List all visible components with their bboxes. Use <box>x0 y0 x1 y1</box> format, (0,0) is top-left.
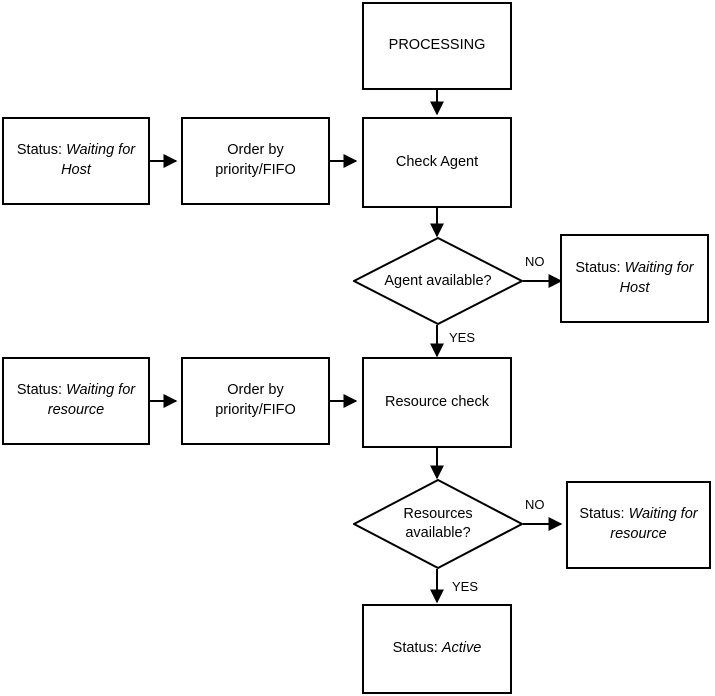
edge-label-agent-yes: YES <box>449 330 476 345</box>
resources-available-diamond-shape <box>353 479 523 569</box>
node-order-bottom-line1: Order by <box>227 382 284 399</box>
node-waiting-resource-result-prefix: Status: <box>579 506 629 523</box>
node-order-bottom-line2: priority/FIFO <box>215 402 296 418</box>
node-active[interactable]: Status: Active <box>362 604 512 694</box>
node-waiting-host-result[interactable]: Status: Waiting for Host <box>560 234 709 323</box>
edge-label-resources-yes: YES <box>452 579 479 594</box>
node-check-agent-label: Check Agent <box>395 153 479 170</box>
node-waiting-host-result-prefix: Status: <box>575 259 625 276</box>
node-order-priority-fifo-top[interactable]: Order by priority/FIFO <box>181 117 330 205</box>
node-resources-available[interactable]: Resources available? <box>353 479 523 569</box>
node-waiting-resource-queue-prefix: Status: <box>16 382 67 399</box>
node-waiting-host-queue-emphasis: Waiting for Host <box>61 142 136 178</box>
node-waiting-resource-result[interactable]: Status: Waiting for resource <box>566 481 711 569</box>
edge-label-agent-no: NO <box>525 254 545 269</box>
node-waiting-resource-queue-emphasis: Waiting for resource <box>47 382 136 418</box>
node-waiting-host-queue[interactable]: Status: Waiting for Host <box>2 117 150 205</box>
node-processing-label: PROCESSING <box>388 37 486 54</box>
agent-available-diamond-shape <box>353 237 523 325</box>
node-waiting-resource-queue[interactable]: Status: Waiting for resource <box>2 357 150 445</box>
node-order-top-line2: priority/FIFO <box>215 162 296 178</box>
node-waiting-resource-result-emphasis: Waiting for resource <box>610 506 698 542</box>
node-active-emphasis: Active <box>441 640 482 657</box>
node-order-top-line1: Order by <box>227 142 284 159</box>
node-resource-check[interactable]: Resource check <box>362 357 512 448</box>
node-order-priority-fifo-bottom[interactable]: Order by priority/FIFO <box>181 357 330 445</box>
node-processing[interactable]: PROCESSING <box>362 2 512 90</box>
edge-label-resources-no: NO <box>525 497 545 512</box>
node-waiting-host-queue-prefix: Status: <box>16 142 67 159</box>
node-waiting-host-result-emphasis: Waiting for Host <box>619 259 694 296</box>
node-check-agent[interactable]: Check Agent <box>362 117 512 208</box>
node-active-prefix: Status: <box>392 640 442 657</box>
node-agent-available[interactable]: Agent available? <box>353 237 523 325</box>
node-resource-check-label: Resource check <box>385 393 489 410</box>
